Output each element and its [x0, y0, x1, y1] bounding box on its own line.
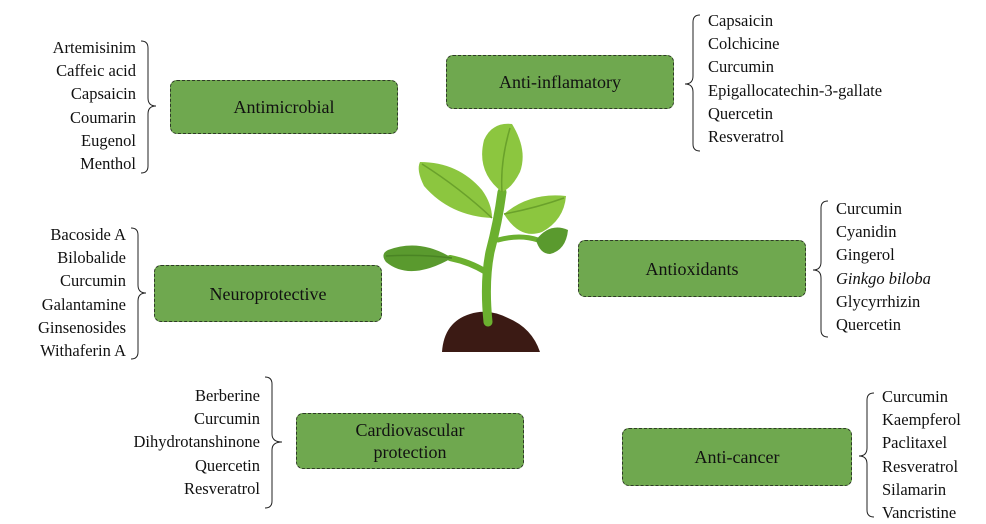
neuroprotective-compound-list: Bacoside A Bilobalide Curcumin Galantami…	[38, 223, 126, 362]
box-label: Antimicrobial	[233, 97, 335, 117]
list-item: Epigallocatechin-3-gallate	[708, 80, 883, 100]
list-item: Quercetin	[708, 103, 774, 123]
left-brace	[858, 392, 875, 518]
list-item: Resveratrol	[183, 478, 260, 498]
leaf-upper-right	[504, 195, 566, 234]
list-item: Glycyrrhizin	[836, 291, 921, 311]
list-item: Bilobalide	[57, 248, 126, 268]
list-item: Ginsenosides	[38, 317, 126, 337]
list-item: Paclitaxel	[882, 433, 948, 453]
list-item: Gingerol	[836, 245, 895, 265]
list-item: Galantamine	[41, 294, 126, 314]
list-item: Coumarin	[70, 107, 136, 127]
antioxidants-box: Antioxidants	[578, 240, 806, 297]
left-brace	[812, 200, 829, 338]
list-item: Cyanidin	[836, 222, 897, 242]
list-item: Colchicine	[708, 34, 780, 54]
stem	[481, 187, 507, 327]
list-item: Resveratrol	[708, 126, 785, 146]
list-item: Withaferin A	[40, 340, 126, 360]
leaf-lower-right	[536, 227, 568, 254]
list-item: Kaempferol	[882, 410, 961, 430]
list-item: Quercetin	[836, 314, 902, 334]
right-brace	[130, 227, 147, 360]
leaf-upper-left	[418, 162, 492, 218]
right-brace	[140, 40, 157, 174]
box-label: Anti-cancer	[694, 447, 780, 467]
list-item: Capsaicin	[708, 11, 774, 30]
anti-cancer-compound-list: Curcumin Kaempferol Paclitaxel Resveratr…	[882, 385, 961, 524]
right-brace	[264, 376, 283, 509]
list-item: Silamarin	[882, 479, 947, 499]
list-item: Dihydrotanshinone	[133, 432, 260, 452]
box-label: Neuroprotective	[209, 283, 327, 304]
list-item: Ginkgo biloba	[836, 268, 931, 288]
list-item: Curcumin	[194, 409, 260, 429]
anti-inflamatory-box: Anti-inflamatory	[446, 55, 674, 109]
list-item: Resveratrol	[882, 456, 959, 476]
cardiovascular-protection-box: Cardiovascular protection	[296, 413, 524, 469]
leaf-lower-left	[383, 245, 452, 272]
box-label: Anti-inflamatory	[499, 72, 621, 92]
list-item: Eugenol	[81, 130, 136, 150]
list-item: Bacoside A	[50, 225, 126, 244]
list-item: Menthol	[80, 153, 136, 173]
anti-cancer-box: Anti-cancer	[622, 428, 852, 486]
list-item: Curcumin	[836, 199, 902, 218]
box-label-line-1: Cardiovascular	[355, 420, 465, 440]
soil-mound	[442, 311, 540, 352]
sprouting-plant-icon	[383, 123, 568, 352]
leaf-top	[482, 123, 523, 192]
box-label-line-2: protection	[373, 442, 447, 462]
list-item: Capsaicin	[70, 84, 136, 104]
list-item: Curcumin	[882, 387, 948, 406]
list-item: Vancristine	[882, 502, 957, 522]
list-item: Caffeic acid	[56, 61, 136, 81]
neuroprotective-box: Neuroprotective	[154, 265, 382, 322]
cardiovascular-compound-list: Berberine Curcumin Dihydrotanshinone Que…	[134, 384, 260, 500]
list-item: Berberine	[194, 386, 260, 405]
antioxidants-compound-list: Curcumin Cyanidin Gingerol Ginkgo biloba…	[836, 197, 931, 336]
list-item: Artemisinim	[52, 38, 136, 57]
antimicrobial-compound-list: Artemisinim Caffeic acid Capsaicin Couma…	[53, 36, 136, 175]
box-label: Antioxidants	[645, 258, 739, 279]
list-item: Quercetin	[194, 455, 260, 475]
list-item: Curcumin	[708, 57, 774, 77]
anti-inflamatory-compound-list: Capsaicin Colchicine Curcumin Epigalloca…	[708, 9, 882, 148]
list-item: Curcumin	[60, 271, 126, 291]
antimicrobial-box: Antimicrobial	[170, 80, 398, 134]
left-brace	[684, 14, 701, 152]
